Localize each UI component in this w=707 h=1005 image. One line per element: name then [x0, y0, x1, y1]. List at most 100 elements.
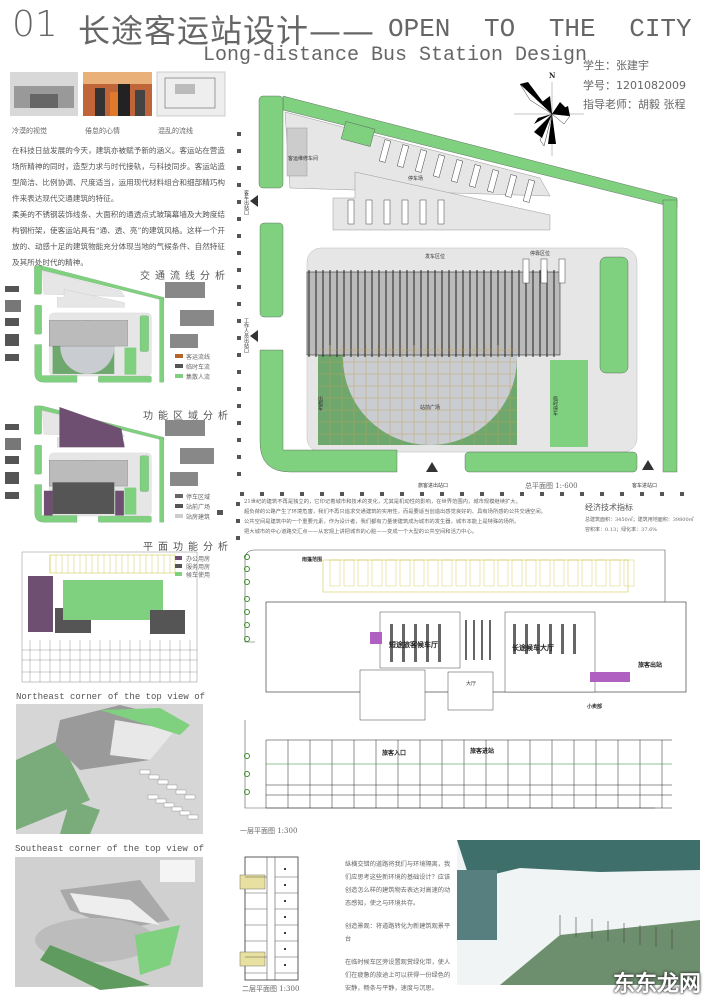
bus-stall: [522, 179, 536, 203]
concept-line: 超负荷的公路产生了环境危害，我们不再只追求交通建筑的实用性，而是要适当创造出感觉…: [244, 509, 546, 515]
canopy-bay: [581, 559, 593, 587]
site-label-parking: 停车场: [408, 176, 424, 182]
floor1-plan: [244, 549, 687, 809]
boundary-marker: [237, 421, 241, 425]
photo-caption: 倦怠的心情: [85, 127, 120, 135]
boundary-markers: [236, 132, 684, 540]
boundary-marker: [620, 492, 624, 496]
staff-exit-arrow: [250, 330, 258, 342]
tree-symbol: [244, 636, 250, 642]
bus-stall: [383, 199, 391, 225]
tree-symbol: [244, 609, 250, 615]
bus-exit-arrow: [250, 195, 258, 207]
boundary-marker: [237, 285, 241, 289]
canopy-bay: [483, 559, 495, 587]
boundary-marker: [237, 132, 241, 136]
economics-line: 容积率：0.13；绿化率：37.6%: [585, 527, 658, 533]
boundary-marker: [240, 492, 244, 496]
boundary-marker: [540, 492, 544, 496]
compass-north-label: N: [549, 71, 556, 80]
boundary-marker: [500, 492, 504, 496]
student-id: 学号：1201082009: [583, 79, 686, 92]
traffic-analysis-title: 交通流线分析: [140, 271, 230, 282]
seat-row: [481, 620, 483, 660]
bus-entry-arrow: [642, 460, 654, 470]
tree-symbol: [244, 753, 250, 759]
boundary-marker: [360, 492, 364, 496]
canopy-bay: [497, 559, 509, 587]
economics-title: 经济技术指标: [585, 503, 633, 512]
seat-row: [489, 620, 491, 660]
boundary-marker: [237, 319, 241, 323]
floor1-label-enter-station: 旅客进站: [470, 748, 495, 755]
canopy-bay: [511, 559, 523, 587]
floor1-label-lobby: 大厅: [466, 681, 477, 687]
bus-stall: [486, 169, 500, 193]
canopy-bay: [357, 559, 369, 587]
bus-stall: [540, 258, 548, 284]
intro-paragraph: 在科技日益发展的今天，建筑亦被赋予新的涵义。客运站在营造场所精神的同时，造型力求…: [12, 146, 225, 203]
legend-item: 候车使用: [186, 572, 211, 579]
concept-line: 21世纪的建筑不再是独立的，它印记着城市和技术的变化，尤其是机动性的影响，在世界…: [244, 499, 521, 505]
site-label-taxi: 出租车: [317, 396, 323, 411]
seat-row: [390, 624, 393, 662]
landscape-paragraph: 纵横交错的道路将我们与环境隔离，我们应思考这些新环境的基础设计？应该创造怎么样的…: [345, 861, 451, 907]
floor2-caption: 二层平面图 1:300: [242, 985, 300, 993]
furniture: [284, 884, 286, 886]
seat-row: [438, 624, 441, 662]
roof-trusses: [308, 270, 555, 357]
photo-old-station: [10, 72, 78, 116]
repair-building: [286, 127, 308, 177]
bus-stall: [378, 139, 392, 163]
photo-messy-circulation: [156, 71, 226, 117]
boundary-marker: [237, 302, 241, 306]
boundary-marker: [440, 492, 444, 496]
boundary-marker: [420, 492, 424, 496]
bus-stall: [437, 199, 445, 225]
boundary-marker: [237, 268, 241, 272]
bus: [184, 794, 196, 800]
bus-stall: [401, 199, 409, 225]
boundary-marker: [237, 472, 241, 476]
seat-row: [561, 624, 564, 654]
zone-context-blocks: [5, 420, 223, 518]
compass-rose: [514, 82, 584, 156]
landscape-render: [457, 840, 700, 985]
tree-symbol: [244, 622, 250, 628]
bus: [147, 794, 159, 800]
bus-stall: [468, 164, 482, 188]
site-label-bus-entry: 客车进站口: [632, 483, 658, 489]
boundary-marker: [280, 492, 284, 496]
boundary-marker: [237, 404, 241, 408]
site-plan: [236, 95, 684, 540]
plan-function-diagram: [21, 551, 198, 683]
tree-symbol: [244, 771, 250, 777]
boundary-marker: [340, 492, 344, 496]
site-label-car-parking: 临时停车: [552, 396, 558, 416]
floor1-label-entrance: 旅客入口: [382, 750, 407, 757]
boundary-marker: [237, 353, 241, 357]
poster-title-cn: 长途客运站设计——: [78, 12, 376, 50]
boundary-marker: [237, 217, 241, 221]
boundary-marker: [260, 492, 264, 496]
bus-stall: [432, 154, 446, 178]
zone-analysis-title: 功能区域分析: [143, 411, 233, 422]
seat-row: [573, 624, 576, 654]
furniture: [284, 932, 286, 934]
legend-item: 客运流线: [186, 354, 211, 361]
bus-stall: [504, 174, 518, 198]
floor1-label-exit: 旅客出站: [638, 662, 663, 669]
bus: [179, 810, 191, 816]
traffic-context-blocks: [5, 282, 214, 378]
boundary-marker: [520, 492, 524, 496]
concept-text: 21世纪的建筑不再是独立的，它印记着城市和技术的变化，尤其是机动性的影响，在世界…: [244, 497, 546, 537]
legend-item: 站房建筑: [186, 514, 211, 521]
legend-item: 停车区域: [186, 494, 211, 501]
boundary-marker: [237, 183, 241, 187]
canopy-bay: [413, 559, 425, 587]
canopy-bay: [455, 559, 467, 587]
canopy-bay: [525, 559, 537, 587]
boundary-marker: [237, 387, 241, 391]
boundary-marker: [320, 492, 324, 496]
